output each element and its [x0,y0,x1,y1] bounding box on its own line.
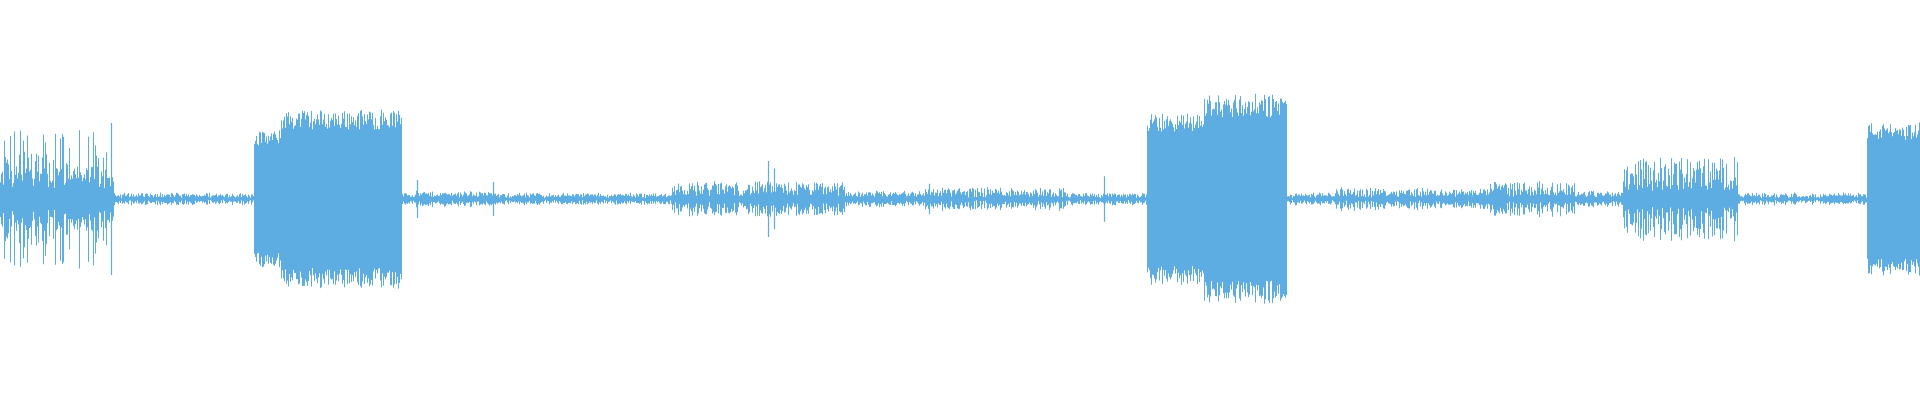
waveform-bars [0,93,1920,304]
waveform-trace [0,93,1920,304]
